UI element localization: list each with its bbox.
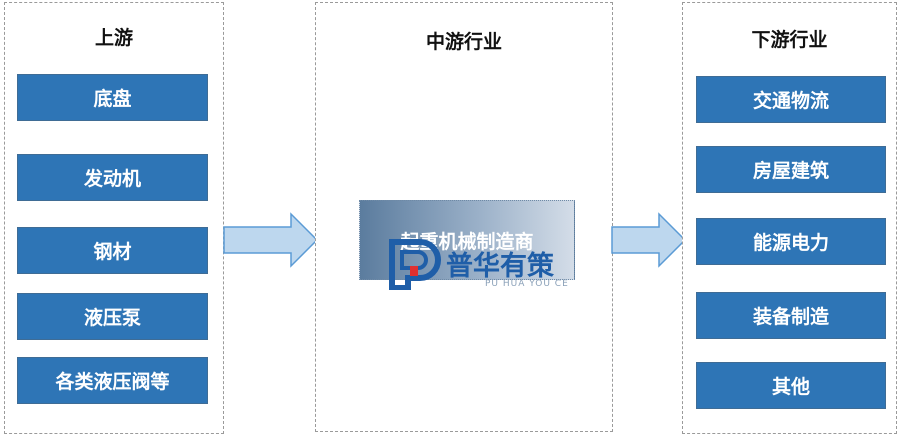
downstream-title: 下游行业 (751, 29, 828, 51)
downstream-item-building: 房屋建筑 (696, 146, 886, 193)
downstream-item-energy: 能源电力 (696, 218, 886, 265)
arrow-right-icon (223, 212, 319, 268)
upstream-item-steel: 钢材 (17, 227, 208, 274)
puhua-logo-icon (389, 239, 441, 290)
arrow-right-icon (611, 212, 687, 268)
upstream-title: 上游 (94, 27, 133, 49)
upstream-item-hydraulic-valves: 各类液压阀等 (17, 357, 208, 404)
downstream-item-other: 其他 (696, 362, 886, 409)
downstream-item-logistics: 交通物流 (696, 76, 886, 123)
upstream-item-engine: 发动机 (17, 154, 208, 201)
downstream-item-equipment: 装备制造 (696, 292, 886, 339)
watermark-subtitle: PU HUA YOU CE (485, 279, 569, 289)
midstream-title: 中游行业 (425, 31, 502, 53)
upstream-item-chassis: 底盘 (17, 74, 208, 121)
upstream-item-hydraulic-pump: 液压泵 (17, 293, 208, 340)
watermark-name: 普华有策 (446, 251, 554, 282)
